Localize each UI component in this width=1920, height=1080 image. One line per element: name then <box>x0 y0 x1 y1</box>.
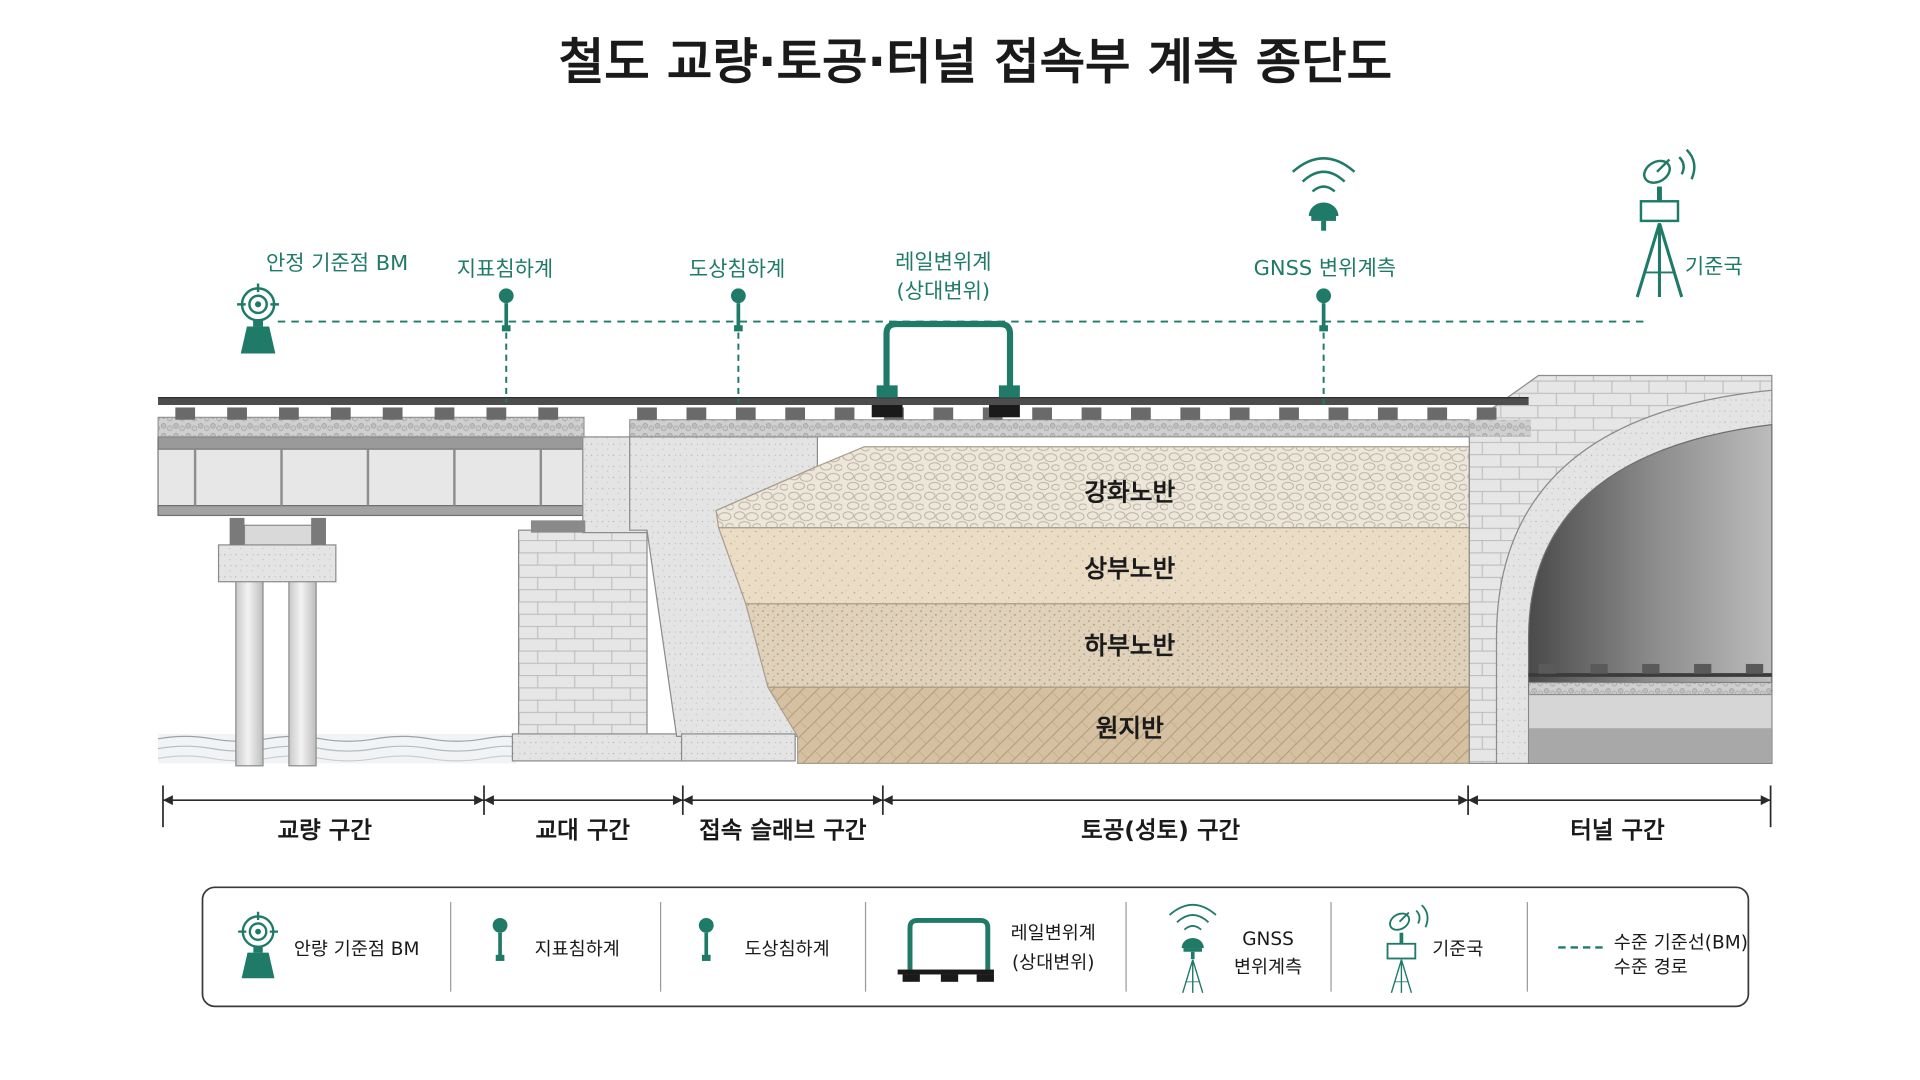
legend-box: 안량 기준점 BM 지표침하계 도상침하계 레일변위계 (상대변위) GNSS … <box>201 886 1750 1008</box>
legend-label: GNSS <box>1242 929 1294 950</box>
track-sleeper <box>486 407 507 420</box>
section-label-approach-slab: 접속 슬래브 구간 <box>699 816 867 844</box>
track-sleeper <box>834 407 855 420</box>
instrument-label-ballast-gauge: 도상침하계 <box>689 257 785 281</box>
gnss-receiver-icon <box>1291 157 1356 232</box>
track-sleeper <box>1694 663 1712 674</box>
legend-label: 지표침하계 <box>535 939 620 960</box>
section-label-tunnel: 터널 구간 <box>1570 816 1665 844</box>
instrument-label-bm: 안정 기준점 BM <box>266 251 408 275</box>
track-sleeper <box>538 407 559 420</box>
river-water <box>157 733 519 764</box>
legend-label: 변위계측 <box>1234 957 1302 978</box>
track-sleeper <box>1180 407 1201 420</box>
track-sleeper <box>1328 407 1349 420</box>
track-sleeper <box>1745 663 1764 674</box>
layer-label: 원지반 <box>1096 713 1164 742</box>
layer-label: 강화노반 <box>1084 478 1175 507</box>
instrument-label-rail-gauge: 레일변위계 <box>895 250 991 274</box>
track-sleeper <box>227 407 247 420</box>
track-sleeper <box>1032 407 1052 420</box>
track-sleeper <box>382 407 403 420</box>
track-sleeper <box>933 407 954 420</box>
track-sleeper <box>1229 407 1250 420</box>
instrument-label-base-station: 기준국 <box>1685 255 1743 279</box>
tunnel-interior <box>1527 423 1773 764</box>
embankment <box>715 446 1470 764</box>
rail <box>158 397 1529 405</box>
track-sleeper <box>330 407 351 420</box>
instrument-label-surface-gauge: 지표침하계 <box>457 257 553 281</box>
legend-label: (상대변위) <box>1012 952 1095 973</box>
section-label-bridge: 교량 구간 <box>278 816 373 844</box>
track-sleeper <box>1081 407 1102 420</box>
rail-displacement-gauge-icon <box>871 320 1020 418</box>
ballast-settlement-gauge-icon <box>730 288 746 332</box>
railway-track <box>157 397 1532 438</box>
legend-label: 수준 기준선(BM) <box>1614 933 1748 954</box>
legend-label: 수준 경로 <box>1614 957 1688 978</box>
track-sleeper <box>1538 663 1556 674</box>
bridge-pier <box>217 517 337 767</box>
track-sleeper <box>175 407 196 420</box>
layer-label: 하부노반 <box>1084 631 1175 660</box>
diagram-title: 철도 교량·토공·터널 접속부 계측 종단도 <box>559 33 1392 91</box>
bridge-girder <box>157 436 585 517</box>
layer-natural-ground <box>766 686 1470 764</box>
section-dimension-line <box>162 785 1772 828</box>
surface-settlement-gauge-icon <box>498 288 514 332</box>
track-sleeper <box>637 407 657 420</box>
legend-label: 도상침하계 <box>745 939 830 960</box>
bridge-abutment <box>511 436 686 762</box>
surface-settlement-gauge-icon <box>1316 288 1332 332</box>
track-sleeper <box>1427 407 1448 420</box>
track-sleeper <box>1642 663 1660 674</box>
track-sleeper <box>1131 407 1151 420</box>
section-label-earthwork: 토공(성토) 구간 <box>1081 816 1241 844</box>
track-sleeper <box>785 407 806 420</box>
base-station-antenna-icon <box>1639 148 1696 223</box>
instrument-label-rail-gauge-sub: (상대변위) <box>897 279 991 303</box>
rail-displacement-gauge-icon <box>897 918 994 982</box>
benchmark-target-icon <box>235 282 281 355</box>
section-arrowheads <box>162 795 1771 806</box>
section-label-abutment: 교대 구간 <box>536 816 631 844</box>
track-sleeper <box>735 407 756 420</box>
track-sleeper <box>1377 407 1398 420</box>
track-sleeper <box>1590 663 1608 674</box>
track-sleeper <box>1279 407 1299 420</box>
track-sleeper <box>686 407 707 420</box>
legend-label: 기준국 <box>1432 939 1483 960</box>
track-sleeper <box>434 407 455 420</box>
track-sleeper <box>279 407 299 420</box>
track-sleeper <box>1476 407 1497 420</box>
instrument-label-gnss: GNSS 변위계측 <box>1254 256 1396 280</box>
layer-label: 상부노반 <box>1084 554 1175 583</box>
tunnel-portal <box>1468 374 1773 764</box>
base-station-tripod <box>1635 221 1684 299</box>
legend-label: 안량 기준점 BM <box>294 939 420 960</box>
legend-label: 레일변위계 <box>1011 923 1096 944</box>
